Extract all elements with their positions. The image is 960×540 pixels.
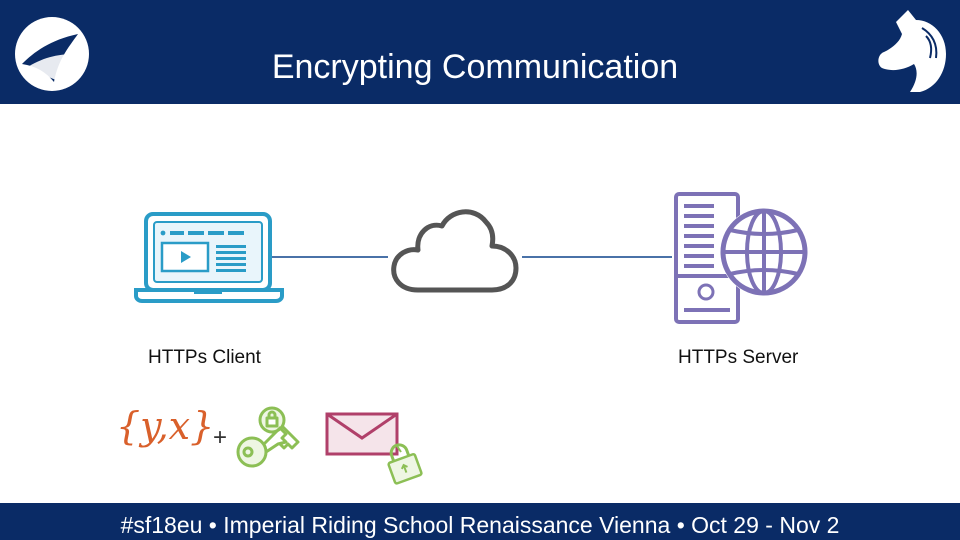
plus-sign: + [213, 424, 228, 451]
server-globe-icon [672, 190, 812, 331]
key-pair-icon [234, 404, 304, 475]
cloud-icon [388, 204, 522, 299]
header-bar [0, 0, 960, 104]
client-label: HTTPs Client [148, 347, 261, 368]
locked-envelope-icon [322, 410, 426, 495]
server-connection-line [522, 256, 672, 258]
slide-title: Encrypting Communication [271, 48, 679, 86]
footer-text: #sf18eu • Imperial Riding School Renaiss… [120, 512, 840, 538]
laptop-icon [134, 210, 284, 311]
footer-bar [0, 503, 960, 540]
server-label: HTTPs Server [678, 347, 799, 368]
key-formula: {y,x} [116, 404, 215, 448]
horse-logo-icon [874, 8, 950, 99]
wireshark-logo-icon [12, 14, 92, 99]
client-connection-line [272, 256, 388, 258]
